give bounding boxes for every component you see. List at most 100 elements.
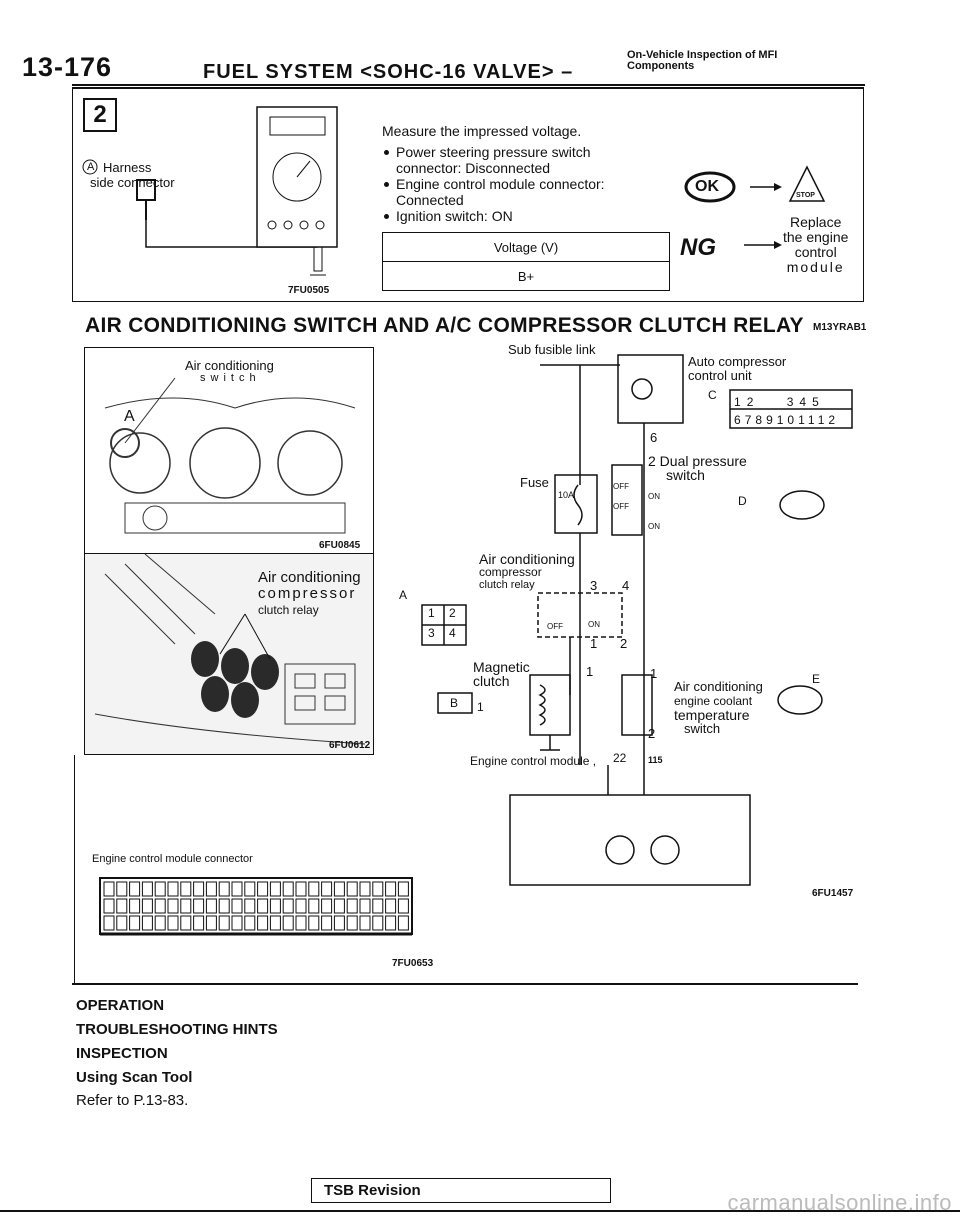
connector-pin (385, 898, 397, 914)
page-subtitle-line2: Components (627, 60, 695, 72)
transistor-icon (631, 378, 653, 400)
operation-heading: OPERATION (76, 997, 165, 1014)
connector-pin (231, 898, 243, 914)
connector-c-pins-bottom: 6789101112 (734, 413, 839, 427)
relay-photo-label-line1: Air conditioning (258, 569, 361, 586)
connector-b-letter: B (450, 696, 459, 710)
magnetic-clutch-label-line1: Magnetic (473, 659, 530, 675)
footer-rule (0, 1210, 960, 1212)
measurement-instructions: Measure the impressed voltage. Power ste… (382, 123, 652, 224)
ecm-pin-115: 115 (648, 755, 663, 765)
connector-pin (205, 881, 217, 897)
connector-pin (103, 898, 115, 914)
ecm-transistor-2 (650, 835, 680, 865)
condition-item: Ignition switch: ON (382, 208, 652, 224)
relay-photo-label-line2: compressor (258, 585, 357, 602)
connector-pin (167, 915, 179, 931)
connector-pin (269, 915, 281, 931)
connector-pin (116, 881, 128, 897)
connector-pin (141, 915, 153, 931)
replace-line: control (794, 244, 837, 260)
switch-on-label-1: ON (648, 492, 660, 501)
coolant-switch-label-line3: temperature (674, 707, 750, 723)
pin: 11 (798, 413, 818, 427)
result-flow (684, 165, 826, 249)
voltage-table: Voltage (V) B+ (382, 232, 670, 291)
pin: 8 (755, 413, 767, 427)
connector-pin (205, 915, 217, 931)
ok-badge (684, 171, 736, 203)
switch-on-label-2: ON (648, 522, 660, 531)
pin-6-label: 6 (650, 430, 658, 445)
connector-e (777, 685, 823, 715)
relay-off-label: OFF (547, 622, 563, 631)
dual-pressure-label: 2 Dual pressure switch (648, 454, 747, 482)
relay-on-label: ON (588, 620, 600, 629)
connector-pin (282, 881, 294, 897)
connector-a-pin-2: 2 (449, 606, 456, 620)
relay-circuit-label-line1: Air conditioning (479, 551, 575, 567)
tsb-revision-box: TSB Revision (311, 1178, 611, 1203)
relay-circuit-label-line2: compressor (479, 565, 542, 579)
coolant-switch-label-line1: Air conditioning (674, 679, 763, 694)
ecm-circuit-label: Engine control module , (470, 754, 597, 768)
section-code: M13YRAB1 (813, 322, 867, 333)
connector-pin (282, 915, 294, 931)
pin: 3 (786, 395, 800, 409)
step-figure-code: 7FU0505 (288, 285, 330, 296)
circuit-figure-code: 6FU1457 (812, 888, 854, 899)
connector-pin (333, 898, 345, 914)
voltage-table-value: B+ (382, 261, 670, 291)
relay-circuit-label: Air conditioning compressor clutch relay (479, 551, 575, 592)
coolant-pin-1: 1 (650, 666, 658, 681)
relay-photo-label-line3: clutch relay (258, 603, 319, 617)
connector-pin (103, 915, 115, 931)
stop-sign-icon (788, 165, 826, 202)
switch-off-label-2: OFF (613, 502, 629, 511)
multimeter-display (269, 116, 326, 136)
pin: 4 (799, 395, 813, 409)
connector-a-pin-4: 4 (449, 626, 456, 640)
connector-pin (385, 915, 397, 931)
header-rule (72, 84, 865, 86)
connector-pin (129, 915, 141, 931)
relay-pin-4: 4 (622, 578, 630, 593)
step-number: 2 (83, 98, 117, 132)
connector-pin (372, 898, 384, 914)
connector-pin (116, 915, 128, 931)
replace-line: module (786, 259, 845, 275)
page-subtitle-line1: On-Vehicle Inspection of MFI (627, 49, 778, 61)
sub-fusible-label: Sub fusible link (508, 342, 596, 357)
dial-pointer (296, 160, 311, 178)
coolant-switch-label-line2: engine coolant (674, 694, 753, 708)
fuse-box (554, 474, 598, 534)
connector-pin (346, 898, 358, 914)
relay-photo (84, 553, 374, 755)
connector-pin (180, 881, 192, 897)
multimeter-dial (272, 152, 322, 202)
connector-pin (244, 881, 256, 897)
connector-pin (321, 881, 333, 897)
connector-pin (154, 915, 166, 931)
relay-pin-2: 2 (620, 636, 628, 651)
connector-pin (205, 898, 217, 914)
harness-label-line1: Harness (103, 160, 152, 175)
relay-circuit-label-line3: clutch relay (479, 579, 535, 591)
tsb-revision-label: TSB Revision (324, 1182, 421, 1199)
page-number: 13-176 (22, 52, 113, 82)
coolant-switch-label-line4: switch (684, 721, 721, 736)
circuit-diagram (421, 354, 853, 886)
troubleshooting-heading: TROUBLESHOOTING HINTS (76, 1021, 278, 1038)
multimeter-diagram (82, 106, 338, 276)
dual-pressure-label-line2: switch (666, 467, 705, 483)
magnetic-clutch-label-line2: clutch (473, 673, 510, 689)
connector-pin (193, 881, 205, 897)
instruction-text: Measure the impressed voltage. (382, 123, 582, 139)
voltage-table-header: Voltage (V) (382, 232, 670, 262)
pin: 9 (766, 413, 777, 427)
auto-comp-label-line1: Auto compressor (688, 354, 787, 369)
connector-pin (269, 881, 281, 897)
connector-pin (359, 898, 371, 914)
connector-c-pins-top: 12 345 (734, 395, 825, 409)
fuse-rating: 10A (558, 490, 575, 500)
